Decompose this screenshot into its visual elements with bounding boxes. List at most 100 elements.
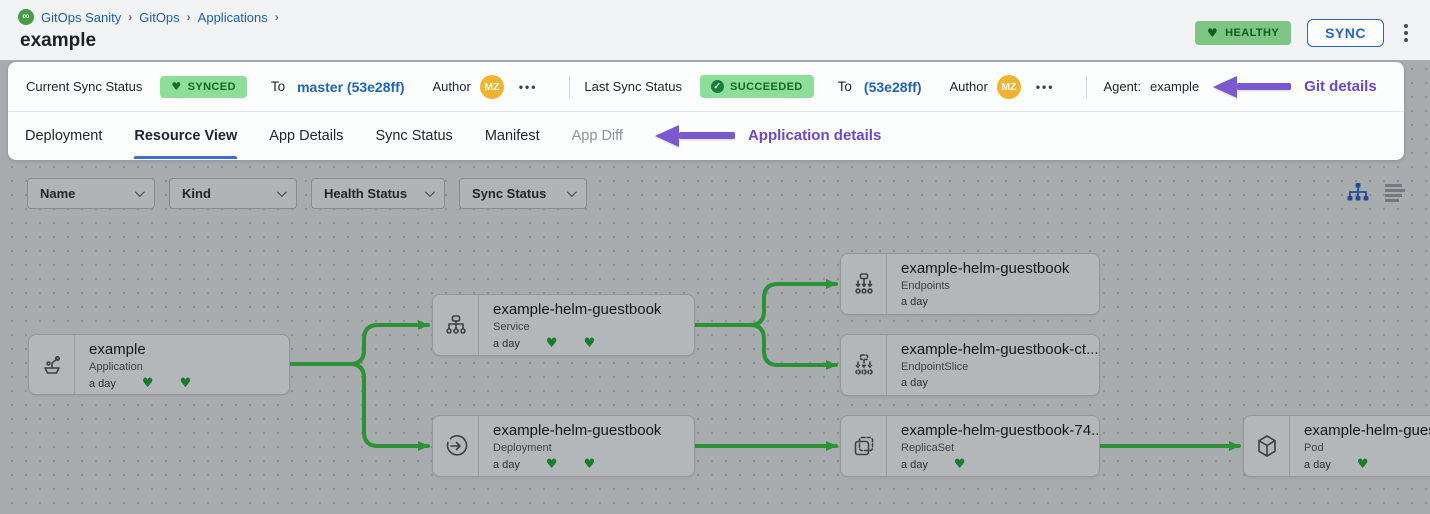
edge-app-to-deployment: [290, 364, 428, 446]
node-health-hearts: ♥♥: [116, 377, 191, 390]
node-service[interactable]: example-helm-guestbook Service a day ♥♥: [432, 294, 695, 356]
header-actions: ♥ HEALTHY SYNC: [1195, 19, 1412, 47]
heart-icon: ♥: [1207, 27, 1218, 39]
heart-icon: ♥: [1357, 458, 1369, 471]
node-age: a day: [1304, 459, 1331, 471]
heart-icon: ♥: [954, 458, 966, 471]
tab-resource-view[interactable]: Resource View: [134, 112, 237, 159]
succeeded-badge-label: SUCCEEDED: [730, 81, 803, 93]
heart-icon: ♥: [546, 458, 558, 471]
tab-app-details[interactable]: App Details: [269, 112, 343, 159]
endpointslice-icon: [841, 335, 887, 395]
breadcrumb-separator: ›: [275, 10, 279, 24]
git-details-arrow-icon: [1213, 76, 1291, 98]
synced-badge: ♥ SYNCED: [160, 76, 247, 98]
node-age: a day: [901, 296, 928, 308]
node-kind: Deployment: [493, 442, 661, 454]
node-kind: Pod: [1304, 442, 1430, 454]
node-age-row: a day ♥♥: [493, 337, 661, 350]
node-deployment[interactable]: example-helm-guestbook Deployment a day …: [432, 415, 695, 477]
tab-sync-status[interactable]: Sync Status: [375, 112, 452, 159]
node-title: example-helm-guestbook-ct...: [901, 341, 1087, 358]
git-details-annotation: Git details: [1304, 78, 1377, 95]
author-avatar[interactable]: MZ: [480, 75, 504, 99]
node-age: a day: [901, 377, 928, 389]
tab-deployment[interactable]: Deployment: [25, 112, 102, 159]
author-label: Author: [433, 79, 471, 94]
agent-label: Agent:: [1103, 79, 1141, 94]
node-example-application[interactable]: example Application a day ♥♥: [28, 334, 290, 395]
edge-app-to-service: [290, 325, 428, 364]
node-age: a day: [901, 459, 928, 471]
tab-app-diff[interactable]: App Diff: [572, 112, 623, 159]
node-kind: Application: [89, 361, 191, 373]
divider: [569, 76, 570, 98]
node-age-row: a day ♥: [901, 458, 1087, 471]
node-age-row: a day ♥♥: [493, 458, 661, 471]
tab-manifest[interactable]: Manifest: [485, 112, 540, 159]
current-sync-status-label: Current Sync Status: [26, 79, 142, 94]
node-kind: Service: [493, 321, 661, 333]
divider: [1086, 76, 1087, 98]
heart-icon: ♥: [584, 458, 596, 471]
last-sync-commit-link[interactable]: (53e28ff): [864, 79, 922, 95]
gitops-logo-icon: ∞: [18, 9, 34, 25]
node-age: a day: [89, 378, 116, 390]
breadcrumb-separator: ›: [187, 10, 191, 24]
heart-icon: ♥: [180, 377, 192, 390]
node-age: a day: [493, 459, 520, 471]
node-kind: Endpoints: [901, 280, 1069, 292]
service-icon: [433, 295, 479, 355]
node-endpoints[interactable]: example-helm-guestbook Endpoints a day: [840, 253, 1100, 315]
agent-value: example: [1150, 79, 1199, 94]
to-label: To: [271, 79, 285, 94]
node-pod[interactable]: example-helm-guest Pod a day ♥: [1243, 415, 1430, 477]
synced-badge-label: SYNCED: [188, 81, 236, 93]
node-health-hearts: ♥♥: [520, 337, 595, 350]
endpoints-icon: [841, 254, 887, 314]
node-replicaset[interactable]: example-helm-guestbook-74... ReplicaSet …: [840, 415, 1100, 477]
node-kind: ReplicaSet: [901, 442, 1087, 454]
node-title: example: [89, 341, 191, 358]
sync-status-bar: Current Sync Status ♥ SYNCED To master (…: [8, 62, 1404, 112]
node-endpointslice[interactable]: example-helm-guestbook-ct... EndpointSli…: [840, 334, 1100, 396]
resource-tree: Name Kind Health Status Sync Status: [0, 160, 1430, 514]
pod-icon: [1244, 416, 1290, 476]
replicaset-icon: [841, 416, 887, 476]
node-title: example-helm-guestbook-74...: [901, 422, 1087, 439]
more-icon[interactable]: •••: [1036, 80, 1055, 94]
node-age: a day: [493, 338, 520, 350]
breadcrumb-item-applications[interactable]: Applications: [198, 10, 268, 25]
kebab-menu-icon[interactable]: [1400, 21, 1412, 45]
top-header: ∞ GitOps Sanity › GitOps › Applications …: [0, 0, 1430, 60]
node-kind: EndpointSlice: [901, 361, 1087, 373]
author-label: Author: [950, 79, 988, 94]
breadcrumb-item-gitops[interactable]: GitOps: [139, 10, 179, 25]
breadcrumb-item-gitops-sanity[interactable]: GitOps Sanity: [41, 10, 121, 25]
node-title: example-helm-guestbook: [493, 422, 661, 439]
more-icon[interactable]: •••: [519, 80, 538, 94]
deployment-icon: [433, 416, 479, 476]
node-title: example-helm-guest: [1304, 422, 1430, 439]
edge-service-to-endpoints: [695, 284, 836, 325]
application-details-annotation: Application details: [748, 127, 881, 144]
succeeded-badge: ✓ SUCCEEDED: [700, 75, 814, 98]
app-tabs: Deployment Resource View App Details Syn…: [8, 112, 1404, 159]
node-age-row: a day: [901, 296, 1069, 308]
node-age-row: a day: [901, 377, 1087, 389]
breadcrumb: ∞ GitOps Sanity › GitOps › Applications …: [18, 9, 279, 25]
current-sync-commit-link[interactable]: master (53e28ff): [297, 79, 404, 95]
check-circle-icon: ✓: [711, 80, 724, 93]
health-badge-label: HEALTHY: [1225, 27, 1279, 39]
to-label: To: [838, 79, 852, 94]
application-icon: [29, 335, 75, 394]
heart-icon: ♥: [546, 337, 558, 350]
app-summary-card: Current Sync Status ♥ SYNCED To master (…: [8, 62, 1404, 160]
health-status-badge: ♥ HEALTHY: [1195, 21, 1291, 45]
edge-service-to-endpointslice: [695, 325, 836, 365]
heart-icon: ♥: [171, 81, 181, 92]
sync-button[interactable]: SYNC: [1307, 19, 1384, 47]
author-avatar[interactable]: MZ: [997, 75, 1021, 99]
node-health-hearts: ♥♥: [520, 458, 595, 471]
node-title: example-helm-guestbook: [493, 301, 661, 318]
